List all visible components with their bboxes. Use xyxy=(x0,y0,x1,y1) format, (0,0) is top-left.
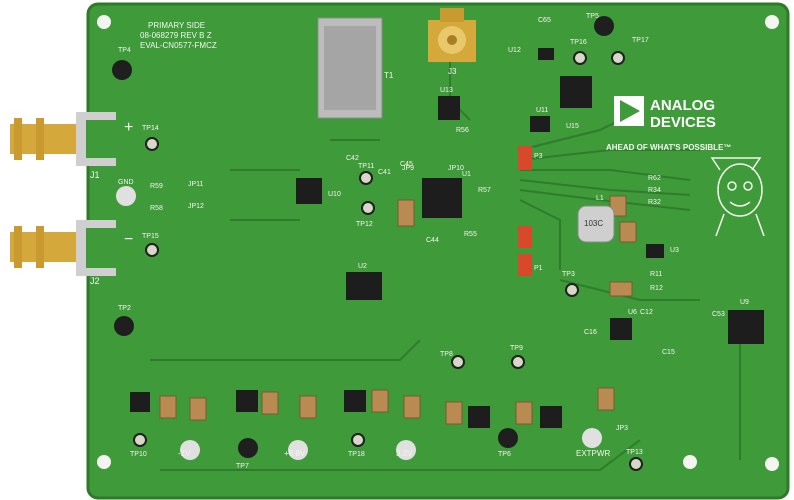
label-jp3: JP3 xyxy=(616,425,628,432)
label-j2: J2 xyxy=(90,276,100,286)
label-minus: − xyxy=(124,231,133,248)
ic-chips xyxy=(130,48,764,428)
label-tp11: TP11 xyxy=(358,163,374,170)
label-c16: C16 xyxy=(584,329,597,336)
label-tp13: TP13 xyxy=(626,449,643,456)
label-u15: U15 xyxy=(566,123,579,130)
board-header-line-1: PRIMARY SIDE xyxy=(148,21,205,30)
label-c65: C65 xyxy=(538,17,551,24)
label-tp18: TP18 xyxy=(348,451,365,458)
label-jp10: JP10 xyxy=(448,165,464,172)
label-tp4: TP4 xyxy=(118,47,131,54)
label-tp10: TP10 xyxy=(130,451,147,458)
capacitors xyxy=(159,195,637,425)
rail-label-extpwr: EXTPWR xyxy=(576,449,610,458)
label-c44: C44 xyxy=(426,237,439,244)
label-r62: R62 xyxy=(648,175,661,182)
label-plus: + xyxy=(124,119,133,136)
brand-name-line-2: DEVICES xyxy=(650,114,716,131)
label-u12: U12 xyxy=(508,47,521,54)
label-r32: R32 xyxy=(648,199,661,206)
label-l1: L1 xyxy=(596,195,604,202)
label-u9: U9 xyxy=(740,299,749,306)
label-tp12: TP12 xyxy=(356,221,373,228)
label-r56: R56 xyxy=(456,127,469,134)
label-u10: U10 xyxy=(328,191,341,198)
sma-connector-j1 xyxy=(10,112,116,166)
analog-devices-logo xyxy=(614,96,644,126)
label-jp9: JP9 xyxy=(402,165,414,172)
label-r34: R34 xyxy=(648,187,661,194)
sma-connector-j3 xyxy=(428,8,476,62)
label-u13: U13 xyxy=(440,87,453,94)
label-jp12: JP12 xyxy=(188,203,204,210)
label-r55: R55 xyxy=(464,231,477,238)
brand-name-line-1: ANALOG xyxy=(650,97,715,114)
inductor-l1-marking: 103C xyxy=(584,219,603,228)
label-tp2: TP2 xyxy=(118,305,131,312)
label-p1: P1 xyxy=(534,265,543,272)
mounting-holes xyxy=(97,15,779,471)
label-u3: U3 xyxy=(670,247,679,254)
label-tp15: TP15 xyxy=(142,233,159,240)
label-tp5: TP5 xyxy=(586,13,599,20)
label-c53: C53 xyxy=(712,311,725,318)
label-r12: R12 xyxy=(650,285,663,292)
rail-label-plus-6v8: +6.8V xyxy=(284,449,306,458)
label-tp9: TP9 xyxy=(510,345,523,352)
label-c41: C41 xyxy=(378,169,391,176)
label-t1: T1 xyxy=(384,71,394,80)
label-c15: C15 xyxy=(662,349,675,356)
label-u6: U6 xyxy=(628,309,637,316)
sma-connector-j2 xyxy=(10,220,116,276)
label-u11: U11 xyxy=(536,107,548,114)
label-c12: C12 xyxy=(640,309,653,316)
label-c45: C45 xyxy=(400,161,413,168)
label-tp3: TP3 xyxy=(562,271,575,278)
label-tp7: TP7 xyxy=(236,463,249,470)
copper-traces xyxy=(150,60,741,471)
red-components xyxy=(518,146,532,276)
label-r11: R11 xyxy=(650,271,662,278)
label-tp16: TP16 xyxy=(570,39,587,46)
label-u2: U2 xyxy=(358,263,367,270)
pcb-substrate xyxy=(88,4,788,498)
label-j1: J1 xyxy=(90,170,100,180)
mascot-drawing xyxy=(710,157,765,237)
brand-tagline: AHEAD OF WHAT'S POSSIBLE™ xyxy=(606,143,731,152)
label-u1: U1 xyxy=(462,171,471,178)
label-r57: R57 xyxy=(478,187,491,194)
rail-label-3v3: 3.3V xyxy=(396,449,413,458)
inductor-l1 xyxy=(577,205,615,243)
label-gnd: GND xyxy=(118,179,134,186)
label-tp8: TP8 xyxy=(440,351,453,358)
rail-label-minus-1v: -1V xyxy=(178,449,191,458)
board-header-line-2: 08-068279 REV B Z xyxy=(140,31,212,40)
label-p3: P3 xyxy=(534,153,543,160)
label-tp17: TP17 xyxy=(632,37,649,44)
transformer-t1 xyxy=(317,17,383,119)
label-r59: R59 xyxy=(150,183,163,190)
label-jp11: JP11 xyxy=(188,181,204,188)
board-header-line-3: EVAL-CN0577-FMCZ xyxy=(140,41,217,50)
label-c42: C42 xyxy=(346,155,359,162)
test-points xyxy=(112,16,643,471)
label-tp14: TP14 xyxy=(142,125,159,132)
label-tp6: TP6 xyxy=(498,451,511,458)
label-r58: R58 xyxy=(150,205,163,212)
label-j3: J3 xyxy=(448,67,457,76)
